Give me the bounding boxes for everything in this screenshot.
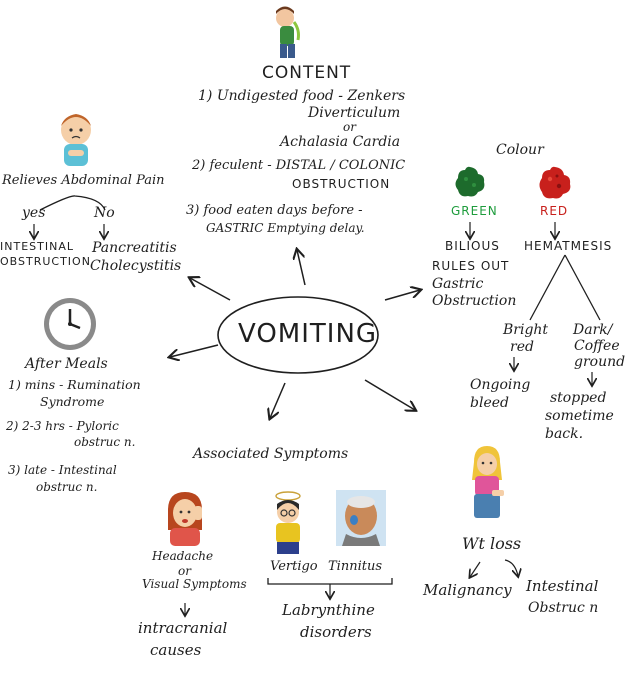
arrow-wtloss bbox=[364, 379, 415, 410]
hemat-left bbox=[529, 254, 566, 321]
boy-stomach-pain-icon bbox=[61, 114, 91, 166]
colour-bilious: BILIOUS bbox=[445, 239, 500, 253]
wtloss-intest-a: Intestinal bbox=[526, 577, 599, 595]
center-ellipse bbox=[217, 296, 379, 374]
meals-line-2a: 2) 2-3 hrs - Pyloric bbox=[6, 419, 119, 433]
colour-ongoing-b: bleed bbox=[470, 395, 509, 411]
colour-dark-b: Coffee bbox=[574, 338, 620, 354]
weight-loss-girl-icon bbox=[472, 446, 504, 518]
pain-yes-b: OBSTRUCTION bbox=[0, 255, 91, 268]
colour-stopped-a: stopped bbox=[550, 390, 607, 406]
pain-yes-a: INTESTINAL bbox=[0, 240, 74, 253]
colour-stopped-c: back. bbox=[545, 426, 584, 442]
red-vomit-icon bbox=[539, 166, 571, 199]
assoc-intra-b: causes bbox=[150, 641, 202, 659]
assoc-headache-a: Headache bbox=[152, 549, 214, 563]
wtloss-malig: Malignancy bbox=[423, 581, 512, 599]
meals-line-1b: Syndrome bbox=[40, 394, 105, 409]
colour-dark-a: Dark/ bbox=[573, 322, 613, 338]
vomiting-person-icon bbox=[276, 6, 300, 58]
assoc-tinnitus: Tinnitus bbox=[328, 559, 382, 574]
arrow-colour bbox=[384, 290, 420, 301]
pain-no-a: Pancreatitis bbox=[92, 240, 177, 256]
colour-green: GREEN bbox=[451, 204, 498, 218]
malig-arrow bbox=[470, 561, 481, 577]
arrow-meals bbox=[170, 344, 219, 357]
content-line-2a: 2) feculent - DISTAL / COLONIC bbox=[192, 158, 406, 173]
meals-line-3a: 3) late - Intestinal bbox=[8, 463, 117, 477]
colour-rules-b: Gastric bbox=[432, 276, 484, 292]
meals-line-2b: obstruc n. bbox=[74, 435, 136, 449]
colour-ongoing-a: Ongoing bbox=[470, 377, 531, 393]
intest-arrow bbox=[504, 559, 518, 576]
colour-red: RED bbox=[540, 204, 569, 218]
content-line-1c: or bbox=[343, 120, 356, 134]
tinnitus-head-icon bbox=[336, 490, 386, 546]
pain-heading: Relieves Abdominal Pain bbox=[2, 173, 165, 188]
dizzy-boy-icon bbox=[275, 491, 301, 554]
colour-heading: Colour bbox=[496, 142, 544, 158]
content-line-1d: Achalasia Cardia bbox=[280, 134, 401, 150]
colour-stopped-b: sometime bbox=[545, 408, 614, 424]
meals-line-3b: obstruc n. bbox=[36, 480, 98, 494]
content-line-2b: OBSTRUCTION bbox=[292, 177, 391, 191]
content-heading: CONTENT bbox=[262, 63, 352, 83]
content-line-1a: 1) Undigested food - Zenkers bbox=[198, 88, 406, 104]
arrow-assoc bbox=[270, 382, 286, 418]
meals-line-1a: 1) mins - Rumination bbox=[8, 377, 141, 392]
pain-no-b: Cholecystitis bbox=[90, 258, 182, 274]
content-line-1b: Diverticulum bbox=[308, 105, 401, 121]
wtloss-intest-b: Obstruc n bbox=[528, 600, 599, 616]
assoc-vertigo: Vertigo bbox=[270, 559, 318, 574]
assoc-laby-b: disorders bbox=[300, 623, 372, 641]
hemat-right bbox=[564, 254, 601, 321]
assoc-headache-c: Visual Symptoms bbox=[142, 577, 247, 591]
clock-icon bbox=[44, 298, 96, 350]
assoc-laby-a: Labrynthine bbox=[282, 601, 375, 619]
meals-heading: After Meals bbox=[25, 356, 108, 372]
pain-yes: yes bbox=[22, 205, 46, 221]
colour-hemat: HEMATMESIS bbox=[524, 239, 613, 253]
colour-rules-c: Obstruction bbox=[432, 293, 517, 309]
arrow-content bbox=[297, 250, 306, 286]
assoc-heading: Associated Symptoms bbox=[193, 446, 349, 462]
pain-no: No bbox=[94, 205, 115, 221]
arrow-pain bbox=[190, 278, 231, 301]
assoc-intra-a: intracranial bbox=[138, 619, 228, 637]
content-line-3b: GASTRIC Emptying delay. bbox=[206, 221, 365, 235]
colour-bright-a: Bright bbox=[503, 322, 549, 338]
assoc-headache-b: or bbox=[178, 564, 191, 578]
wtloss-heading: Wt loss bbox=[462, 534, 522, 553]
colour-dark-c: ground bbox=[574, 354, 626, 370]
center-title: VOMITING bbox=[238, 319, 378, 349]
content-line-3a: 3) food eaten days before - bbox=[186, 203, 363, 218]
vertigo-bracket bbox=[267, 578, 393, 585]
green-vomit-icon bbox=[455, 166, 485, 197]
headache-woman-icon bbox=[168, 492, 202, 546]
colour-rules-a: RULES OUT bbox=[432, 259, 510, 273]
pain-branch bbox=[39, 195, 106, 211]
colour-bright-b: red bbox=[510, 339, 534, 355]
